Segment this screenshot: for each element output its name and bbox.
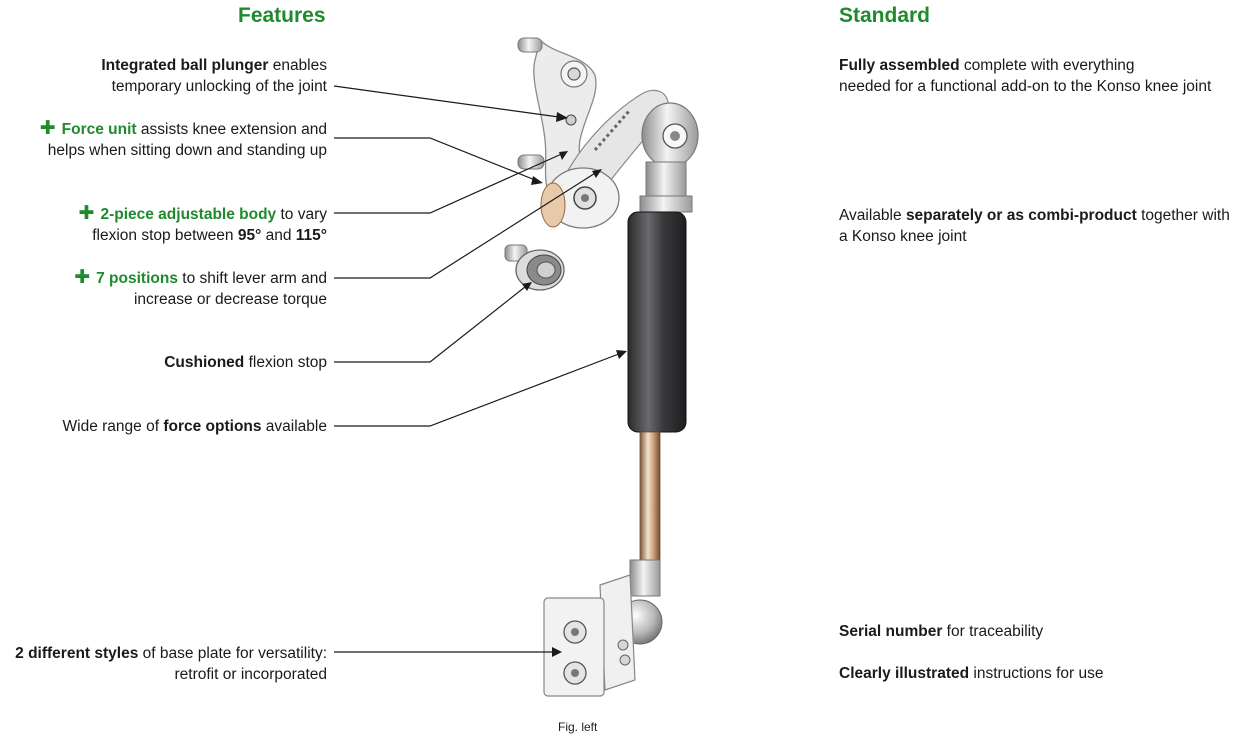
feature-text: assists knee extension and	[136, 121, 327, 138]
plus-icon: ✚	[78, 203, 95, 224]
feature-ball-plunger: Integrated ball plunger enables temporar…	[0, 55, 327, 97]
base-plate	[543, 574, 636, 697]
feature-bold: 2-piece adjustable body	[100, 206, 277, 223]
piston-rod	[639, 431, 661, 565]
feature-text: to shift lever arm and	[177, 270, 327, 287]
feature-text: to vary	[276, 206, 327, 223]
figure-caption: Fig. left	[558, 720, 598, 734]
standard-availability: Available separately or as combi-product…	[839, 205, 1249, 247]
leader-adjustable-body	[334, 151, 567, 214]
standard-assembled: Fully assembled complete with everything…	[839, 55, 1249, 97]
standard-text: instructions for use	[969, 665, 1104, 682]
feature-force-unit: ✚ Force unit assists knee extension and h…	[0, 118, 327, 161]
features-heading: Features	[238, 4, 326, 27]
leader-cushioned	[334, 282, 531, 363]
feature-text-pre: Wide range of	[62, 418, 164, 435]
feature-cushioned: Cushioned flexion stop	[0, 352, 327, 373]
feature-bold: Integrated ball plunger	[101, 57, 269, 74]
rod-connector	[629, 559, 661, 597]
feature-text: available	[261, 418, 327, 435]
feature-base-plate: 2 different styles of base plate for ver…	[0, 643, 327, 685]
feature-bold: force options	[163, 418, 262, 435]
standard-text-pre: Available	[839, 207, 906, 224]
standard-instructions: Clearly illustrated instructions for use	[839, 663, 1249, 684]
feature-text-line2: increase or decrease torque	[133, 291, 327, 308]
feature-bold: 2 different styles	[15, 645, 139, 662]
standard-bold: separately or as combi-product	[905, 207, 1137, 224]
feature-adjustable-body: ✚ 2-piece adjustable body to vary flexion…	[0, 203, 327, 246]
standard-text: complete with everything	[959, 57, 1135, 74]
standard-text-line2: needed for a functional add-on to the Ko…	[839, 78, 1212, 95]
leader-force-unit	[334, 137, 541, 183]
angle-max: 115°	[295, 227, 327, 244]
leader-positions	[334, 169, 601, 279]
feature-text: enables	[268, 57, 327, 74]
leader-force-options	[334, 351, 625, 427]
feature-bold: Cushioned	[164, 354, 245, 371]
gas-spring-cylinder	[627, 211, 687, 433]
standard-text: together with	[1136, 207, 1230, 224]
feature-force-options: Wide range of force options available	[0, 416, 327, 437]
upper-bracket	[517, 37, 669, 229]
leader-ball-plunger	[333, 85, 567, 119]
standard-bold: Serial number	[839, 623, 943, 640]
standard-text: for traceability	[942, 623, 1044, 640]
feature-positions: ✚ 7 positions to shift lever arm and incr…	[0, 267, 327, 310]
plus-icon: ✚	[74, 267, 91, 288]
feature-text: flexion stop	[244, 354, 327, 371]
feature-text-line2: temporary unlocking of the joint	[111, 78, 327, 95]
feature-bold: 7 positions	[96, 270, 178, 287]
standard-bold: Fully assembled	[839, 57, 960, 74]
standard-serial: Serial number for traceability	[839, 621, 1249, 642]
standard-text-line2: a Konso knee joint	[839, 228, 967, 245]
standard-bold: Clearly illustrated	[839, 665, 970, 682]
feature-text-line2: flexion stop between	[92, 227, 238, 244]
feature-text-line2: helps when sitting down and standing up	[47, 142, 327, 159]
feature-bold: Force unit	[61, 121, 137, 138]
rod-eye	[639, 102, 699, 213]
feature-text: of base plate for versatility:	[138, 645, 327, 662]
leader-lines	[333, 85, 625, 653]
angle-min: 95°	[237, 227, 262, 244]
leader-arrowheads	[522, 112, 627, 657]
feature-text-and: and	[261, 227, 296, 244]
plus-icon: ✚	[39, 118, 56, 139]
feature-text-line2: retrofit or incorporated	[174, 666, 328, 683]
flexion-stop	[504, 244, 565, 291]
standard-heading: Standard	[839, 4, 931, 27]
